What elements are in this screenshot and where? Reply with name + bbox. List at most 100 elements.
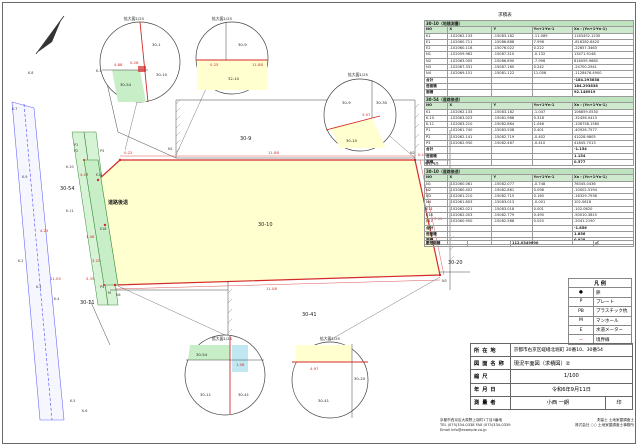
table-cell: 1.046 (531, 121, 573, 129)
detail-5-title: 拡大図1/25 (320, 336, 341, 341)
detail-5-lot-a: 30-20 (354, 376, 366, 381)
legend-title: 凡 例 (568, 277, 632, 289)
table-cell: 184.293838 (571, 82, 635, 91)
dim-top-left: 0.22 (124, 150, 133, 155)
detail-4-dim-a: 1.06 (236, 362, 245, 367)
surveyor-value: 小西 一朗 (509, 395, 607, 410)
table-cell: 0.242 (531, 64, 573, 72)
table-title: 30-54（道路後退） (424, 95, 634, 104)
lot-label-south: 30-41 (302, 312, 317, 318)
svg-text:P1: P1 (74, 143, 78, 147)
table-cell: 面積 (423, 89, 449, 97)
svg-text:N2: N2 (410, 151, 415, 155)
table-cell: 倍面積 (423, 82, 449, 91)
dim-ext1: 4.25 (40, 228, 49, 233)
road-setback-label: 道路後退 (108, 199, 128, 206)
svg-text:K.3: K.3 (36, 285, 41, 289)
svg-text:K.7: K.7 (12, 107, 17, 111)
table-title: 30-10（地積測量） (424, 19, 634, 28)
detail-2-dim-b: 11.88 (252, 62, 263, 67)
detail-1-lot-a: 30-1 (152, 42, 161, 47)
svg-text:K.1: K.1 (96, 69, 101, 73)
svg-text:M: M (108, 291, 111, 295)
table-cell: 面積 (423, 158, 449, 167)
dim-west4: 5.35 (86, 276, 95, 281)
lot-label-main: 30-10 (258, 222, 273, 228)
detail-2-title: 拡大図1/25 (212, 16, 233, 21)
north-arrow-icon (35, 15, 65, 55)
dim-west3: 3.25 (92, 258, 101, 263)
table-cell: -1128476.4900 (571, 70, 635, 78)
firm-name: 株式会社 ○○ 土地家屋調査士事務所 (575, 423, 634, 427)
firm-email: Email info@example.co.jp (440, 428, 487, 432)
date-label: 年月日 (470, 382, 511, 397)
location-value: 京都市右京区嵯峨北堀町 30番10、30番54 (509, 342, 634, 358)
svg-text:K.11: K.11 (66, 209, 74, 213)
svg-text:N3: N3 (442, 279, 447, 283)
table-cell: 0.577 (571, 158, 635, 167)
title-block: 所在地 京都市右京区嵯峨北堀町 30番10、30番54 図面名称 現況平面図（求… (470, 342, 634, 410)
dim-ext2: 11.05 (50, 276, 61, 281)
table-cell (531, 76, 573, 84)
table-cell: 92.146919 (571, 89, 635, 97)
detail-3-lot-b: 30-30 (376, 100, 388, 105)
svg-text:K.2: K.2 (18, 259, 23, 263)
scale-label: 縮尺 (470, 369, 511, 384)
table-cell: K1 (423, 108, 449, 116)
surveyor-label: 測量者 (470, 395, 511, 410)
detail-circle-3 (323, 78, 397, 152)
site-area-total: 敷地面積 112.0349090 ㎡ (424, 239, 634, 248)
table-cell: -24700.2941 (571, 64, 635, 72)
detail-5-lot-b: 30-41 (318, 398, 330, 403)
table-cell: -106758.1580 (571, 121, 635, 129)
lot-30-54-setback (83, 159, 119, 286)
table-cell: 倍面積 (423, 230, 449, 239)
detail-circle-5 (291, 341, 369, 419)
detail-4-title: 拡大図1/25 (212, 336, 233, 341)
table-cell (531, 158, 573, 167)
svg-text:K.5: K.5 (70, 399, 75, 403)
dim-right-top: 0.12 (418, 152, 427, 157)
svg-text:E11: E11 (96, 173, 102, 177)
table-cell: Xn・(Yn+1-Yn-1) (571, 102, 635, 110)
table-cell: -1.047 (531, 108, 573, 116)
detail-1-dim-a: 0.26 (130, 60, 139, 65)
detail-circle-4 (184, 334, 266, 416)
detail-3-lot-a: 30-9 (342, 100, 351, 105)
table-cell: -184.293838 (571, 76, 635, 84)
svg-text:P3: P3 (100, 149, 104, 153)
table-cell (447, 158, 493, 167)
table-cell: Xn・(Yn+1-Yn-1) (571, 174, 635, 182)
table-cell: K.11 (423, 121, 449, 129)
table-cell: 11.056 (531, 70, 573, 78)
location-label: 所在地 (470, 342, 511, 358)
table-cell: Yn+1-Yn-1 (531, 26, 573, 34)
detail-circle-1 (99, 21, 181, 103)
table-cell: Yn+1-Yn-1 (531, 174, 573, 182)
dim-west1: 4.03 (80, 172, 89, 177)
detail-2-lot-b: 32-10 (228, 76, 240, 81)
svg-text:N1: N1 (168, 147, 173, 151)
table-cell: 倍面積 (423, 152, 449, 160)
table-cell: NO (423, 102, 449, 110)
svg-text:K.10: K.10 (66, 165, 74, 169)
scale-value: 1/100 (509, 369, 634, 384)
lot-label-north: 30-9 (240, 136, 251, 142)
detail-4-lot-a: 30-54 (196, 352, 208, 357)
detail-5-dim-a: 4.97 (310, 366, 319, 371)
detail-3-dim-a: 3.07 (362, 112, 371, 117)
sheet-border (2, 2, 636, 444)
